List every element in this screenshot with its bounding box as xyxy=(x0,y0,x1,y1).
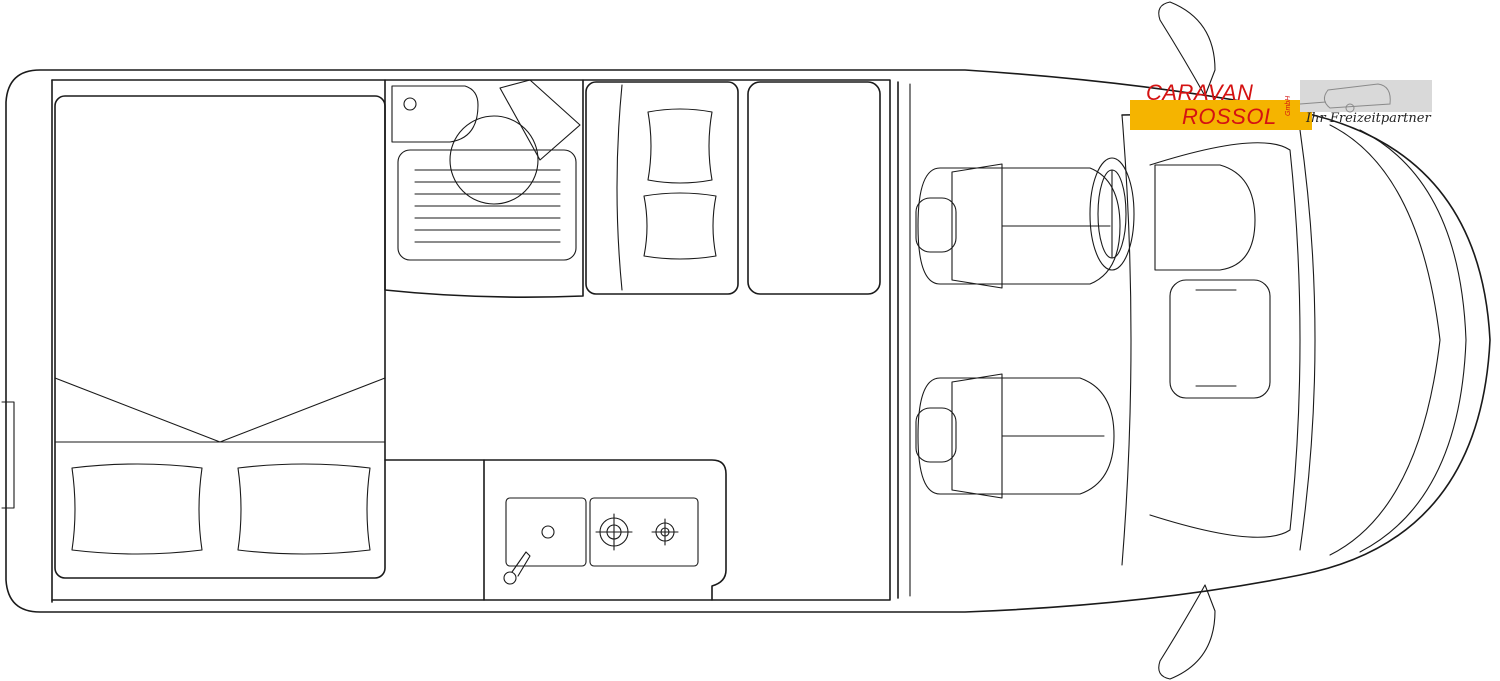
steering-wheel xyxy=(1089,157,1135,271)
pillow-left xyxy=(71,463,203,555)
rear-bed xyxy=(54,95,386,579)
tap-icon xyxy=(511,551,531,577)
toilet-icon xyxy=(449,115,539,205)
washroom xyxy=(384,79,584,298)
pillow-right xyxy=(237,463,371,555)
cushion-top xyxy=(647,108,713,184)
side-mirror-right xyxy=(1158,584,1216,680)
logo-suffix: GmbH xyxy=(1285,95,1292,116)
logo: CARAVAN ROSSOL GmbH Ihr Freizeitpartner xyxy=(1130,80,1432,130)
gas-hob xyxy=(589,497,699,567)
logo-slogan: Ihr Freizeitpartner xyxy=(1305,111,1431,126)
logo-line1: CARAVAN xyxy=(1146,80,1253,105)
logo-tag xyxy=(1300,80,1432,112)
dining-table xyxy=(747,81,881,295)
van-body xyxy=(1,69,1491,613)
passenger-seat xyxy=(915,373,1115,499)
cab xyxy=(897,81,1467,599)
kitchen xyxy=(384,459,727,601)
driver-seat xyxy=(915,163,1121,289)
side-mirror-left xyxy=(1158,1,1216,97)
cushion-bottom xyxy=(643,192,717,260)
logo-bar xyxy=(1130,100,1312,130)
caravan-icon xyxy=(1299,83,1391,113)
kitchen-sink xyxy=(505,497,587,567)
logo-line2: ROSSOL xyxy=(1182,104,1277,129)
bench-seat xyxy=(585,81,739,295)
